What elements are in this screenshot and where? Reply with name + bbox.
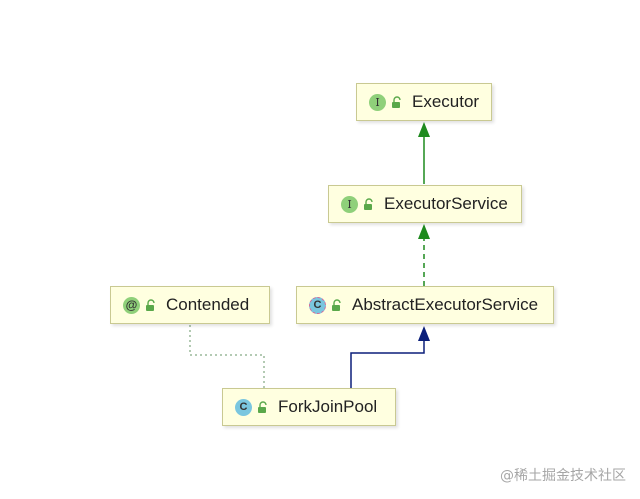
lock-open-icon — [364, 197, 373, 210]
edge-forkjoinpool-to-contended — [189, 324, 265, 388]
node-abstract-executor-service[interactable]: C AbstractExecutorService — [296, 286, 554, 324]
node-label-executor-service: ExecutorService — [384, 194, 508, 213]
abstract-class-icon: C — [309, 296, 326, 314]
class-icon: C — [235, 398, 252, 416]
lock-open-icon — [258, 400, 267, 413]
node-label-abstract-executor-service: AbstractExecutorService — [352, 295, 539, 314]
annotation-icon: @ — [123, 296, 140, 314]
lock-open-icon — [392, 95, 401, 108]
arrowhead-executorservice — [418, 224, 430, 239]
lock-open-icon — [332, 298, 341, 311]
node-fork-join-pool[interactable]: C ForkJoinPool — [222, 388, 396, 426]
node-contended[interactable]: @ Contended — [110, 286, 270, 324]
watermark: @稀土掘金技术社区 — [500, 468, 626, 484]
interface-icon: I — [369, 93, 386, 111]
node-executor[interactable]: I Executor — [356, 83, 492, 121]
node-label-fork-join-pool: ForkJoinPool — [278, 397, 378, 416]
edge-forkjoinpool-to-abstractexecutorservice — [350, 340, 425, 388]
arrowhead-executor — [418, 122, 430, 137]
arrowhead-abstractexecutorservice — [418, 326, 430, 341]
interface-icon: I — [341, 195, 358, 213]
node-label-contended: Contended — [166, 295, 250, 314]
node-label-executor: Executor — [412, 92, 480, 111]
node-executor-service[interactable]: I ExecutorService — [328, 185, 522, 223]
lock-open-icon — [146, 298, 155, 311]
